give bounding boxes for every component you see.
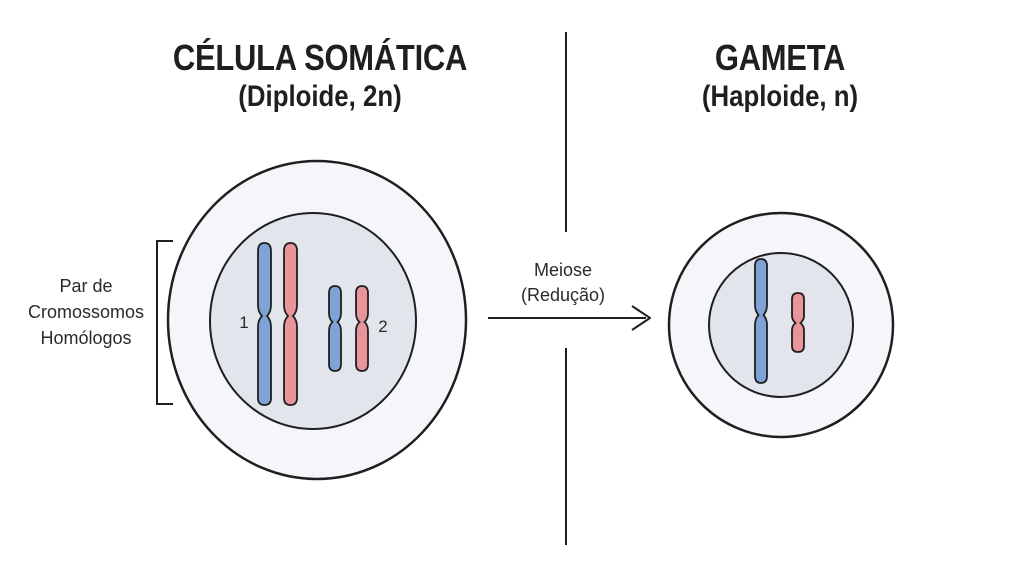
- chromosome-1-paternal: [283, 242, 298, 406]
- chromosome-2-maternal: [328, 285, 342, 372]
- somatic-cell-subtitle: (Diploide, 2n): [238, 80, 402, 113]
- gamete-cell: [667, 211, 895, 439]
- somatic-cell-title: CÉLULA SOMÁTICA: [172, 37, 468, 78]
- meiosis-arrow-head: [631, 305, 651, 331]
- gamete-chromosome-1: [754, 258, 768, 384]
- gamete-title: GAMETA: [714, 37, 846, 78]
- homologous-pair-bracket: [156, 240, 173, 405]
- gamete-nucleus: [708, 252, 854, 398]
- bracket-label-line-1: Par de: [59, 276, 112, 296]
- gamete-chromosome-2: [791, 292, 805, 353]
- reduction-label: (Redução): [521, 285, 605, 305]
- meiosis-label: Meiose: [534, 260, 592, 280]
- bracket-label-line-2: Cromossomos: [28, 302, 144, 322]
- bracket-label-line-3: Homólogos: [40, 328, 131, 348]
- chromosome-pair-1-label: 1: [239, 313, 248, 332]
- gamete-subtitle: (Haploide, n): [701, 80, 859, 113]
- chromosome-2-paternal: [355, 285, 369, 372]
- somatic-cell: 1 2: [166, 159, 468, 481]
- chromosome-1-maternal: [257, 242, 272, 406]
- chromosome-pair-2-label: 2: [378, 317, 387, 336]
